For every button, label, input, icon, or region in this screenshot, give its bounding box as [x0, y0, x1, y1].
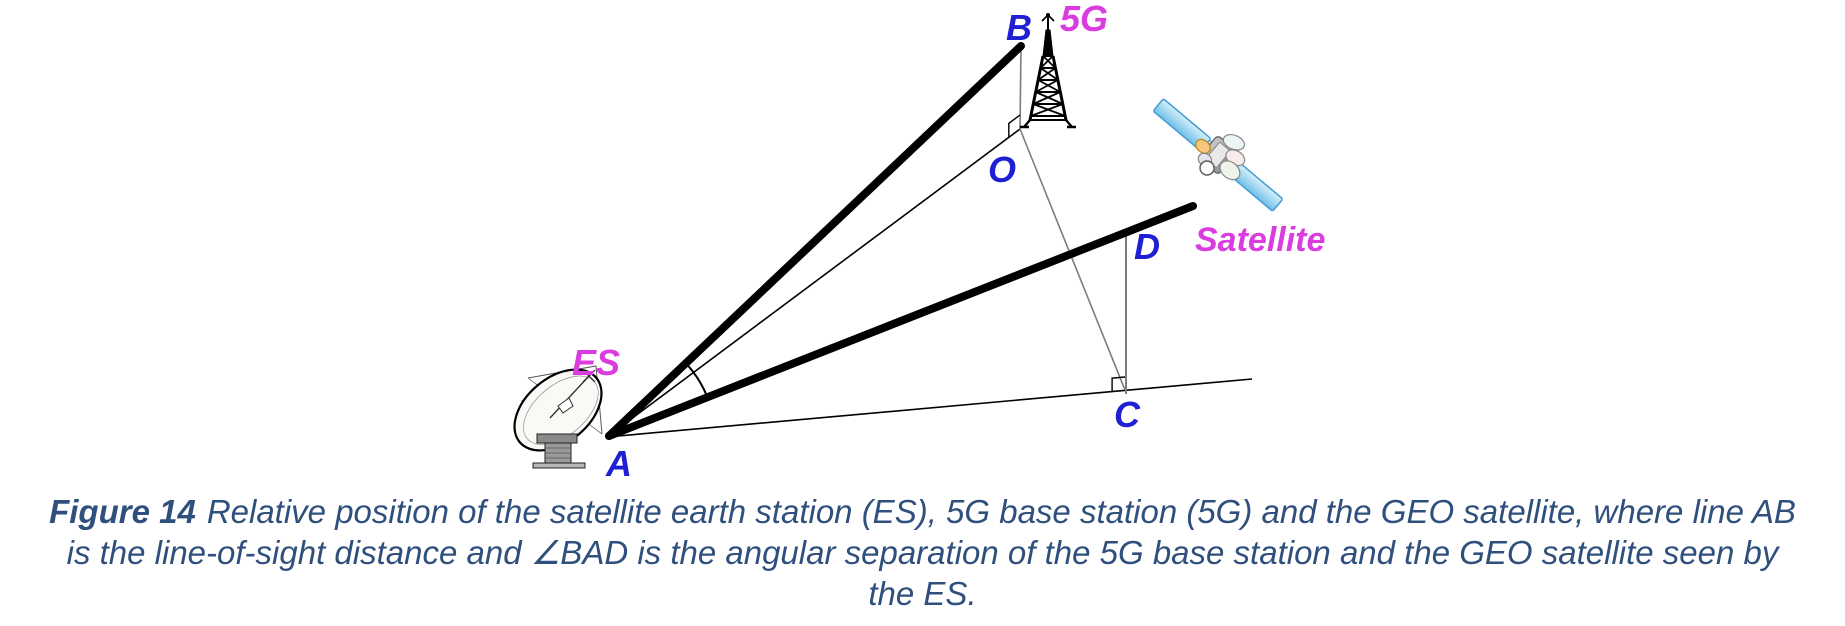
satellite-label: Satellite [1195, 221, 1325, 259]
right-angle-marker-O [1008, 114, 1021, 138]
caption-line-3: the ES. [0, 573, 1845, 614]
right-angle-marker-C [1111, 376, 1126, 392]
caption-line-2: is the line-of-sight distance and ∠BAD i… [0, 532, 1845, 573]
caption-line-2-text: is the line-of-sight distance and ∠BAD i… [66, 534, 1779, 571]
point-label-A: A [605, 443, 632, 484]
caption-line-1-text: Relative position of the satellite earth… [206, 493, 1796, 530]
baseline-A-to-C [606, 378, 1253, 438]
line-B-to-O [1019, 47, 1022, 130]
caption-line-1: Figure 14 Relative position of the satell… [0, 491, 1845, 532]
point-label-C: C [1114, 394, 1141, 435]
figure-number: Figure 14 [49, 493, 196, 530]
point-label-O: O [988, 149, 1016, 190]
line-A-to-B-thick [605, 42, 1025, 440]
point-label-B: B [1006, 7, 1032, 48]
point-label-D: D [1134, 226, 1160, 267]
line-O-to-C [1019, 128, 1126, 391]
line-A-to-D-thick [605, 202, 1197, 440]
line-A-to-O [606, 128, 1021, 438]
cell-tower-icon [1020, 13, 1076, 129]
figure-caption: Figure 14 Relative position of the satell… [0, 491, 1845, 614]
base-station-label: 5G [1060, 0, 1108, 39]
earth-station-label: ES [572, 342, 620, 383]
satellite-icon [1153, 98, 1283, 212]
angle-arc-BAD [684, 362, 709, 398]
satellite-dish-icon [513, 365, 603, 469]
caption-line-3-text: the ES. [868, 575, 977, 612]
